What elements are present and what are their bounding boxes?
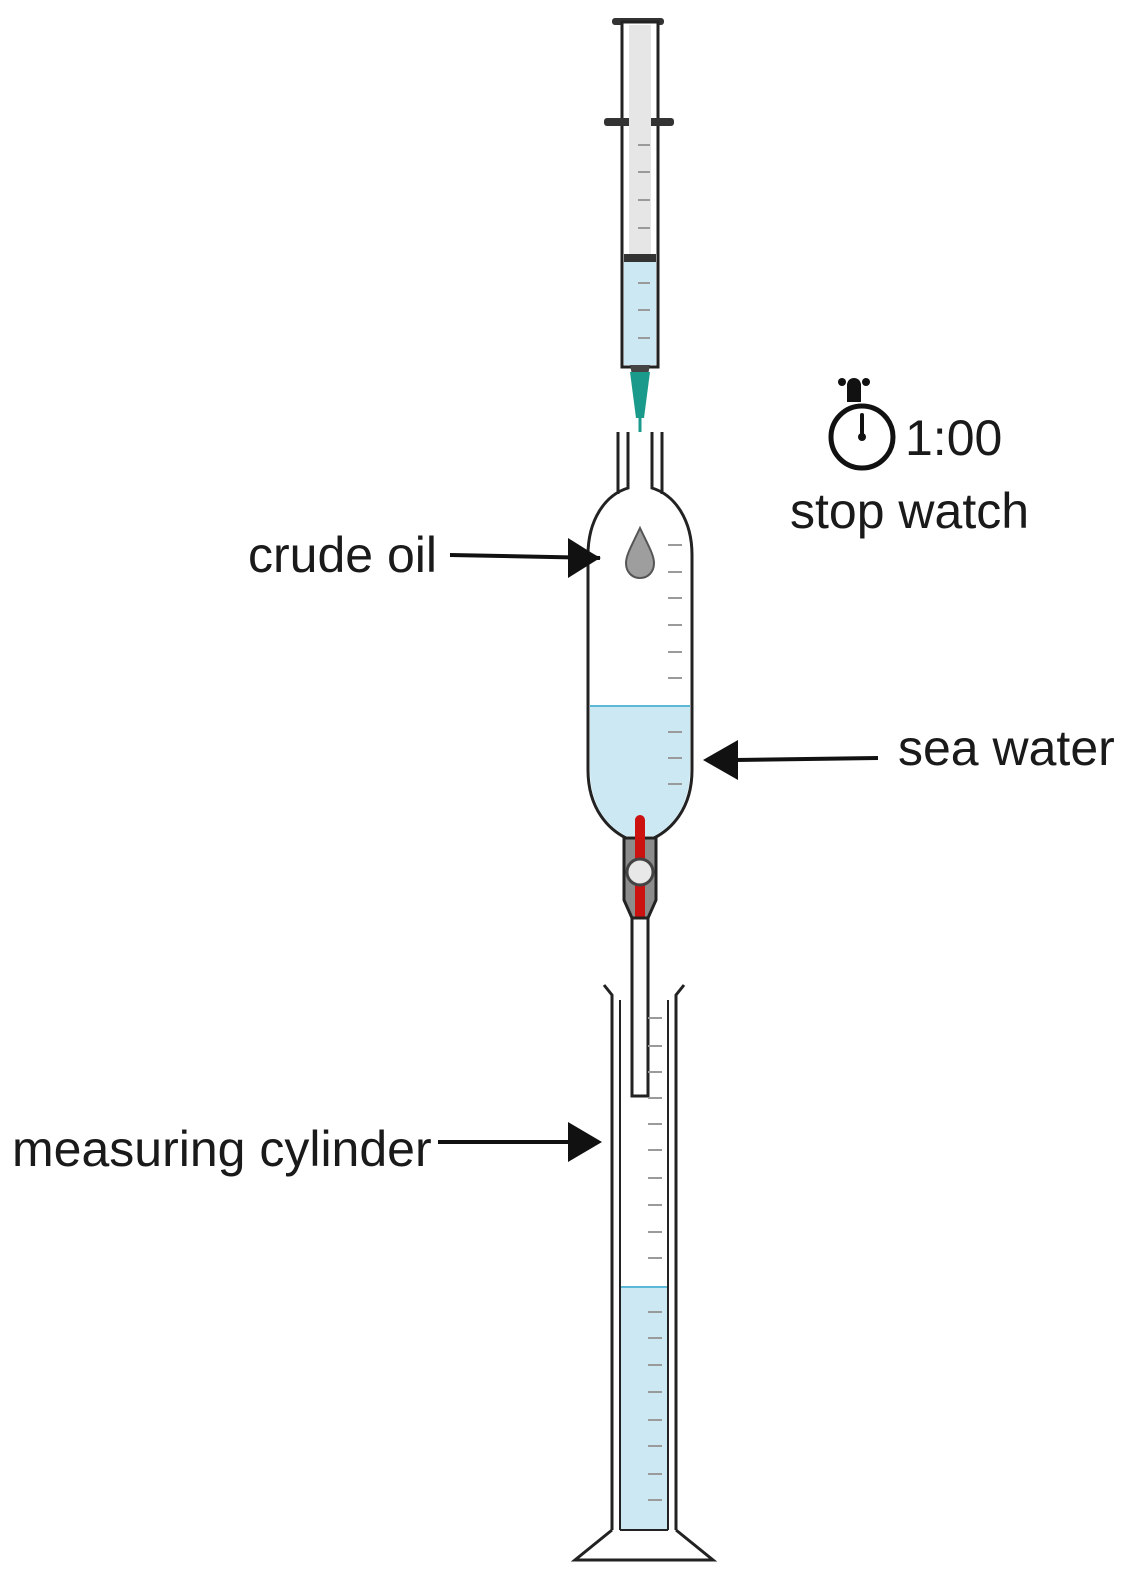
sea-water-label: sea water [898, 720, 1115, 776]
separating-funnel [586, 432, 694, 840]
crude-oil-drop [624, 525, 656, 580]
cylinder-wall-right [674, 984, 686, 1530]
tap-valve [625, 857, 655, 887]
measuring-cylinder-label: measuring cylinder [12, 1121, 432, 1177]
funnel-scale [668, 544, 682, 785]
cylinder-scale [648, 1017, 662, 1501]
arrow-left-icon [734, 756, 879, 762]
syringe-plunger-rod [629, 25, 651, 255]
cylinder-base [570, 1528, 718, 1562]
syringe-needle-hub [630, 372, 650, 418]
cylinder-water-fill [621, 1287, 667, 1530]
syringe-plunger-seal [624, 254, 656, 262]
crude-oil-label: crude oil [248, 527, 437, 583]
measuring-cylinder [570, 916, 718, 1562]
stopwatch-icon [828, 378, 896, 471]
arrow-head-crude-oil [568, 538, 600, 578]
arrow-head-measuring-cylinder [568, 1122, 602, 1162]
cylinder-wall-left [602, 984, 614, 1530]
syringe [604, 18, 674, 432]
syringe-liquid [624, 262, 656, 365]
funnel-stem [630, 916, 650, 1098]
stopwatch-time: 1:00 [905, 410, 1002, 466]
sea-water-fill [590, 706, 690, 836]
stopwatch-label: stop watch [790, 483, 1029, 539]
arrow-head-sea-water [703, 740, 738, 780]
syringe-scale [638, 144, 650, 339]
